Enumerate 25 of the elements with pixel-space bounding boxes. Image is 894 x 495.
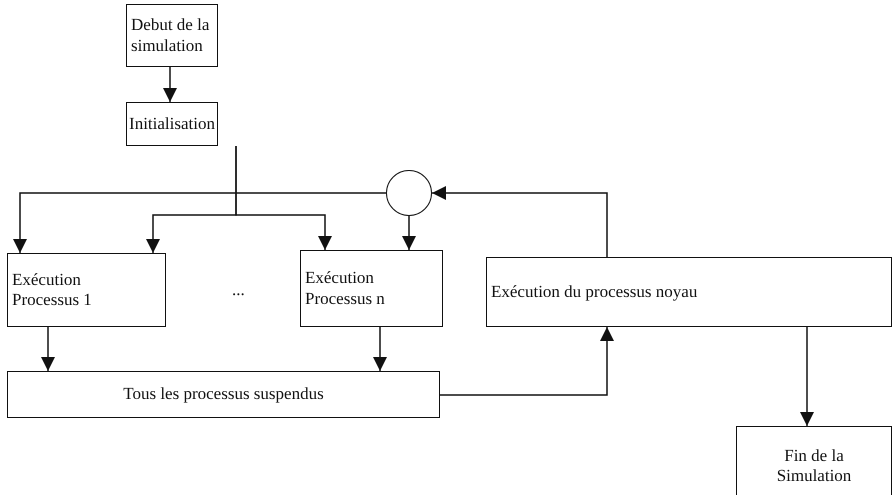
box-label: Exécution du processus noyau: [491, 282, 698, 302]
box-label: Fin de la Simulation: [776, 446, 852, 486]
arrow: [163, 67, 177, 102]
arrow: [402, 216, 416, 250]
process-box: [486, 257, 892, 327]
arrow: [432, 186, 608, 257]
arrow: [800, 327, 814, 426]
process-box: [300, 250, 443, 327]
process-box: [7, 253, 166, 327]
process-box: [7, 371, 440, 418]
start-box: [126, 4, 218, 67]
arrow: [41, 327, 55, 371]
box-label: Initialisation: [129, 114, 215, 134]
box-label: Exécution Processus 1: [12, 270, 93, 310]
box-label: Exécution Processus n: [305, 268, 386, 309]
box-label: Debut de la simulation: [131, 15, 210, 56]
ellipsis-label: ...: [232, 280, 245, 300]
box-label: Tous les processus suspendus: [122, 384, 325, 405]
arrow: [373, 327, 387, 371]
arrow: [235, 146, 332, 250]
end-box: [736, 426, 892, 495]
process-box: [126, 102, 218, 146]
arrow: [13, 192, 386, 253]
arrow: [440, 327, 614, 396]
junction-circle: [386, 170, 432, 216]
